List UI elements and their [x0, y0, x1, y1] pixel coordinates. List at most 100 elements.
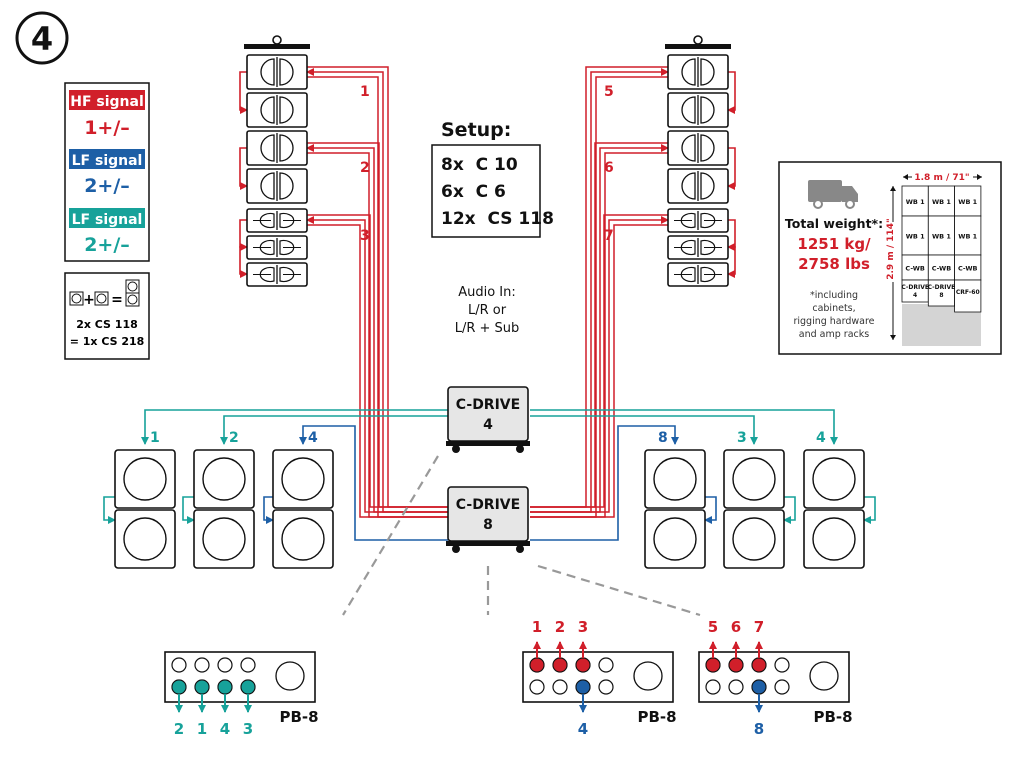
- c10-cabinet: [667, 130, 729, 166]
- amp-number: 4: [483, 417, 493, 433]
- rigging-frame: [244, 44, 310, 49]
- lf-signal-cable: [299, 425, 448, 541]
- load-cell-label: WB 1: [958, 198, 977, 206]
- c6-cabinet: [246, 262, 308, 287]
- lf-signal-cable: [141, 409, 448, 445]
- hf-channel-label: 7: [604, 228, 614, 244]
- step-number: 4: [31, 20, 53, 58]
- c10-cabinet: [246, 54, 308, 90]
- truck-icon: [808, 180, 858, 209]
- load-cell: [927, 215, 955, 256]
- pin-label: 3: [578, 618, 588, 636]
- hf-jumper-cable: [239, 71, 248, 114]
- hf-channel-label: 6: [604, 160, 614, 176]
- c6-cabinet: [667, 262, 729, 287]
- weight-kg: 1251 kg/: [797, 235, 871, 253]
- load-cell-label: WB 1: [958, 233, 977, 241]
- weight-lbs: 2758 lbs: [798, 255, 870, 273]
- c10-cabinet: [667, 92, 729, 128]
- setup-line: 12x CS 118: [441, 209, 554, 229]
- hf-jumper-cable: [727, 246, 736, 278]
- signal-legend: HF signal 1+/– LF signal 2+/– LF signal …: [64, 82, 150, 262]
- audio-input-note: Audio In: L/R or L/R + Sub: [455, 285, 520, 336]
- cs118-subwoofer: [272, 449, 334, 509]
- setup-title: Setup:: [441, 119, 511, 141]
- cs118-subwoofer: [803, 449, 865, 509]
- hf-legend-label: HF signal: [70, 94, 144, 110]
- load-cell-label: WB 1: [906, 198, 925, 206]
- active-pin: [575, 679, 591, 695]
- amp-number: 8: [483, 517, 493, 533]
- active-pin: [705, 657, 721, 673]
- lf-legend-value: 2+/–: [84, 175, 130, 197]
- active-pin: [552, 657, 568, 673]
- amp-name: C-DRIVE: [456, 497, 520, 513]
- setup-line: 8x C 10: [441, 155, 518, 175]
- hf-signal-cable: [530, 224, 668, 518]
- equation-plus: +: [83, 292, 95, 308]
- hf-signal-cable: [530, 68, 669, 513]
- active-pin: [240, 679, 256, 695]
- pin-label: 6: [731, 618, 741, 636]
- cs118-subwoofer: [723, 449, 785, 509]
- load-cell-label: C-WB: [932, 265, 951, 273]
- c10-cabinet: [246, 168, 308, 204]
- hf-jumper-cable: [727, 147, 736, 190]
- cs118-subwoofer: [193, 509, 255, 569]
- active-pin: [171, 679, 187, 695]
- pin-label: 4: [220, 720, 230, 738]
- pin-label: 2: [555, 618, 565, 636]
- audio-in-line: Audio In:: [458, 285, 516, 300]
- panel-name: PB-8: [813, 708, 852, 726]
- hf-signal-cable: [307, 224, 448, 518]
- load-cell-label: WB 1: [932, 198, 951, 206]
- c10-cabinet: [667, 168, 729, 204]
- cs118-subwoofer: [193, 449, 255, 509]
- pin-label: 2: [174, 720, 184, 738]
- active-pin: [575, 657, 591, 673]
- active-pin: [217, 679, 233, 695]
- signal-wiring: [103, 66, 876, 617]
- cs118-subwoofer: [114, 509, 176, 569]
- setup-line: 6x C 6: [441, 182, 506, 202]
- sub-channel-label: 3: [737, 430, 747, 446]
- hf-signal-cable: [307, 214, 448, 508]
- load-cell-label: C-DRIVE: [928, 284, 956, 291]
- lf-jumper-cable: [103, 496, 116, 524]
- lf2-legend-value: 2+/–: [84, 234, 130, 256]
- lf-jumper-cable: [263, 496, 274, 524]
- pin-label: 3: [243, 720, 253, 738]
- load-cell-label: 4: [913, 292, 917, 299]
- amp-name: C-DRIVE: [456, 397, 520, 413]
- pin-label: 7: [754, 618, 764, 636]
- hf-channel-label: 2: [360, 160, 370, 176]
- c6-cabinet: [246, 208, 308, 233]
- transport-info-box: Total weight*: 1251 kg/ 2758 lbs *includ…: [778, 161, 1002, 355]
- rigging-shackle: [693, 35, 703, 45]
- sub-channel-label: 2: [229, 430, 239, 446]
- sub-channel-label: 4: [816, 430, 826, 446]
- lf-jumper-cable: [704, 496, 717, 524]
- sub-equivalence-box: + = 2x CS 118 = 1x CS 218: [64, 272, 150, 360]
- sub-channel-label: 1: [150, 430, 160, 446]
- cs118-subwoofer: [723, 509, 785, 569]
- rigging-shackle: [272, 35, 282, 45]
- dim-width: 1.8 m / 71": [914, 173, 969, 183]
- active-pin: [751, 657, 767, 673]
- c6-cabinet: [667, 235, 729, 260]
- sub-channel-label: 4: [308, 430, 318, 446]
- hf-jumper-cable: [727, 219, 736, 251]
- left-line-array: [244, 35, 310, 287]
- load-cell-label: WB 1: [932, 233, 951, 241]
- hf-channel-label: 3: [360, 228, 370, 244]
- equation-equals: =: [111, 292, 123, 308]
- audio-in-line: L/R or: [468, 303, 507, 318]
- hf-channel-label: 5: [604, 84, 614, 100]
- load-cell-label: C-WB: [905, 265, 924, 273]
- hf-signal-cable: [530, 66, 668, 508]
- lf-jumper-cable: [783, 496, 796, 524]
- lf2-legend-label: LF signal: [72, 212, 143, 228]
- c10-cabinet: [246, 130, 308, 166]
